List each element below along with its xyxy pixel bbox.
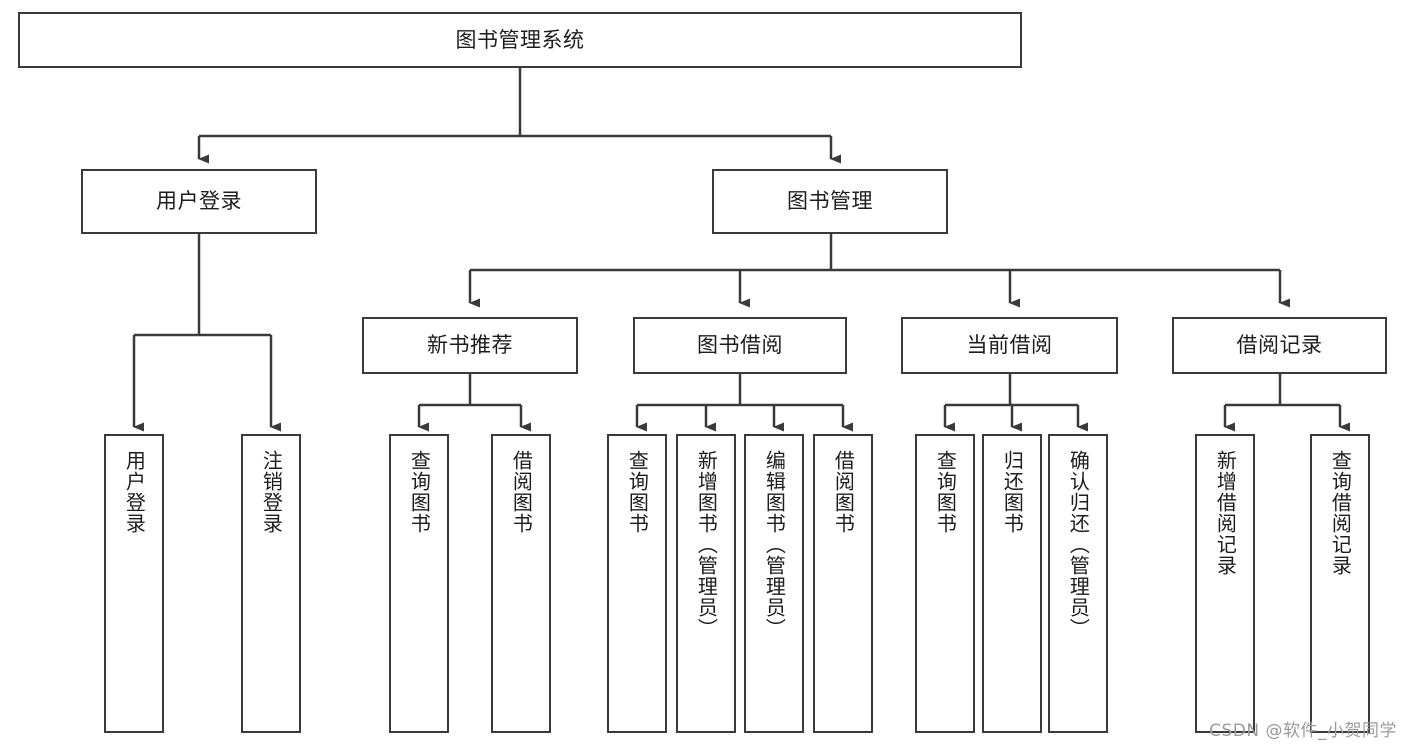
node-book-management-label: 图书管理	[787, 189, 873, 214]
node-leaf-logout-login[interactable]: 注销登录	[241, 434, 301, 733]
node-leaf-confirm-return-admin[interactable]: 确认归还（管理员）	[1048, 434, 1108, 733]
node-leaf-query-book-2-label: 查询图书	[625, 450, 650, 534]
node-leaf-query-borrow-record[interactable]: 查询借阅记录	[1310, 434, 1370, 733]
node-leaf-add-book-admin-label: 新增图书（管理员）	[694, 450, 719, 639]
node-leaf-query-book-1[interactable]: 查询图书	[389, 434, 449, 733]
node-borrow-record-label: 借阅记录	[1236, 333, 1323, 358]
node-leaf-add-borrow-record[interactable]: 新增借阅记录	[1195, 434, 1255, 733]
node-leaf-borrow-book-2-label: 借阅图书	[831, 450, 856, 534]
node-leaf-query-book-3-label: 查询图书	[933, 450, 958, 534]
node-leaf-query-borrow-record-label: 查询借阅记录	[1328, 450, 1353, 576]
node-leaf-user-login-label: 用户登录	[122, 450, 147, 534]
node-root-book-management-system[interactable]: 图书管理系统	[18, 12, 1022, 68]
node-leaf-user-login[interactable]: 用户登录	[104, 434, 164, 733]
node-leaf-logout-login-label: 注销登录	[259, 450, 284, 534]
node-leaf-query-book-2[interactable]: 查询图书	[607, 434, 667, 733]
node-new-book-recommend-label: 新书推荐	[427, 333, 513, 358]
node-leaf-add-borrow-record-label: 新增借阅记录	[1213, 450, 1238, 576]
node-user-login[interactable]: 用户登录	[81, 169, 317, 234]
node-leaf-query-book-1-label: 查询图书	[407, 450, 432, 534]
node-current-borrow-label: 当前借阅	[966, 333, 1053, 358]
node-root-label: 图书管理系统	[455, 27, 585, 52]
node-leaf-return-book-label: 归还图书	[1000, 450, 1025, 534]
node-current-borrow[interactable]: 当前借阅	[901, 317, 1118, 374]
node-borrow-record[interactable]: 借阅记录	[1172, 317, 1387, 374]
node-leaf-confirm-return-admin-label: 确认归还（管理员）	[1066, 450, 1091, 639]
node-book-management[interactable]: 图书管理	[712, 169, 948, 234]
node-user-login-label: 用户登录	[156, 189, 242, 214]
node-leaf-borrow-book-2[interactable]: 借阅图书	[813, 434, 873, 733]
node-leaf-return-book[interactable]: 归还图书	[982, 434, 1042, 733]
node-leaf-query-book-3[interactable]: 查询图书	[915, 434, 975, 733]
node-leaf-borrow-book-1[interactable]: 借阅图书	[491, 434, 551, 733]
node-leaf-add-book-admin[interactable]: 新增图书（管理员）	[676, 434, 736, 733]
node-new-book-recommend[interactable]: 新书推荐	[362, 317, 578, 374]
node-leaf-edit-book-admin-label: 编辑图书（管理员）	[762, 450, 787, 639]
node-leaf-borrow-book-1-label: 借阅图书	[509, 450, 534, 534]
node-book-borrow-label: 图书借阅	[697, 333, 783, 358]
node-leaf-edit-book-admin[interactable]: 编辑图书（管理员）	[744, 434, 804, 733]
node-book-borrow[interactable]: 图书借阅	[633, 317, 847, 374]
